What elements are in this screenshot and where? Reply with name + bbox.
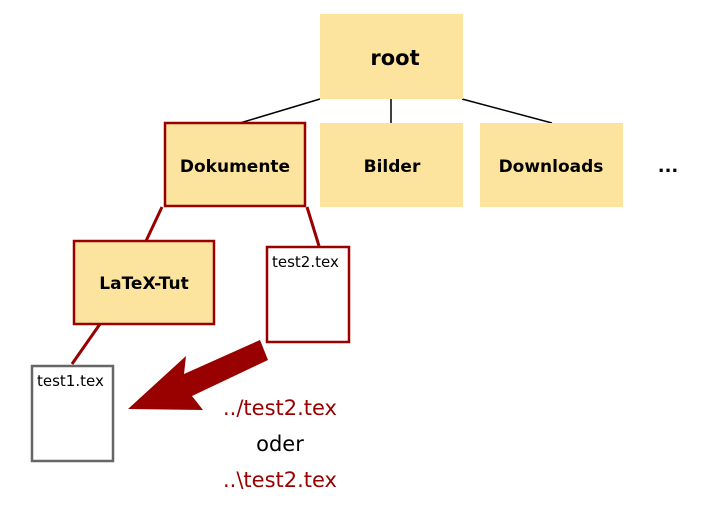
file-test1-label: test1.tex [37, 372, 104, 390]
relative-path-arrow [128, 340, 268, 410]
edge-dokumente-test2 [305, 206, 321, 247]
edge-dokumente-latextut [144, 206, 164, 242]
file-test1[interactable] [30, 364, 115, 463]
folder-bilder-label: Bilder [364, 157, 421, 177]
more-folders-ellipsis: ... [658, 156, 679, 177]
relative-path-unix: ../test2.tex [223, 396, 337, 420]
folder-root-label: root [370, 46, 419, 70]
folder-downloads[interactable] [480, 123, 623, 207]
file-test2-label: test2.tex [272, 253, 339, 271]
folder-dokumente-label: Dokumente [180, 157, 290, 177]
folder-downloads-label: Downloads [499, 157, 604, 177]
edge-latextut-test1 [70, 323, 102, 365]
edge-root-downloads [461, 98, 553, 124]
folder-root[interactable] [320, 14, 463, 99]
file-test2[interactable] [265, 245, 351, 344]
edge-root-dokumente [239, 98, 321, 124]
folder-latex-tut[interactable] [72, 239, 216, 326]
folder-bilder[interactable] [320, 123, 463, 207]
relative-path-windows: ..\test2.tex [223, 468, 337, 492]
relative-path-connector: oder [256, 432, 304, 456]
folder-latex-tut-label: LaTeX-Tut [99, 274, 188, 294]
folder-dokumente[interactable] [163, 121, 307, 208]
